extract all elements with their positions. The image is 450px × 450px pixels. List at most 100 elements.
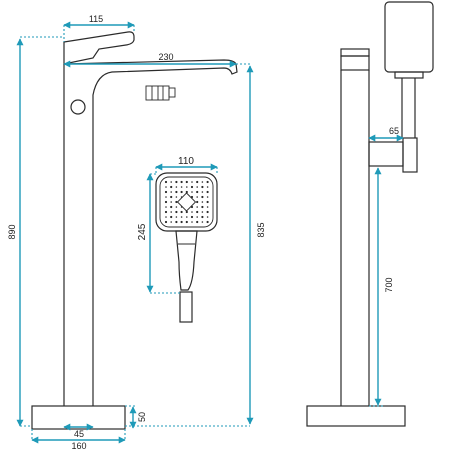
- dim-label-handshower-length: 245: [137, 223, 148, 240]
- spray-nozzle: [201, 185, 204, 189]
- spray-nozzle: [170, 201, 172, 203]
- spray-nozzle: [180, 216, 183, 218]
- dim-label-holder-height: 700: [384, 277, 394, 292]
- spray-nozzle: [170, 215, 173, 219]
- spray-nozzle: [186, 186, 188, 188]
- spray-nozzle: [180, 186, 183, 188]
- spray-nozzle: [164, 220, 168, 224]
- spray-nozzle: [165, 186, 167, 188]
- dim-label-spout-reach: 230: [158, 52, 173, 62]
- dim-label-holder-offset: 65: [389, 126, 399, 136]
- spray-nozzle: [170, 221, 172, 223]
- spray-nozzle: [191, 211, 193, 213]
- side-column-cap: [340, 48, 370, 57]
- spray-pattern-icon: [164, 180, 209, 224]
- holder-clip: [402, 137, 418, 173]
- spray-nozzle: [191, 191, 193, 193]
- spray-nozzle: [175, 200, 178, 204]
- lever-handle: [63, 31, 135, 65]
- spray-nozzle: [201, 215, 204, 219]
- spray-nozzle: [206, 200, 209, 204]
- dim-label-base-width: 160: [71, 441, 86, 450]
- spray-nozzle: [196, 200, 199, 204]
- spray-nozzle: [206, 186, 209, 188]
- spray-nozzle: [170, 211, 172, 213]
- spray-nozzle: [175, 206, 178, 208]
- spray-nozzle: [170, 181, 172, 183]
- spray-nozzle: [201, 191, 204, 193]
- spray-nozzle: [175, 220, 178, 224]
- side-lever-block: [384, 1, 434, 73]
- spray-nozzle: [201, 211, 204, 213]
- spray-nozzle: [164, 190, 168, 194]
- side-column-head: [340, 55, 370, 71]
- spray-nozzle: [186, 216, 188, 218]
- spout-arm: [63, 59, 238, 100]
- spray-nozzle: [206, 220, 209, 224]
- spray-nozzle: [206, 190, 209, 194]
- dim-label-handshower-width: 110: [178, 156, 194, 167]
- spray-nozzle: [185, 180, 188, 184]
- spray-nozzle: [206, 180, 209, 184]
- spray-nozzle: [175, 180, 178, 184]
- spray-nozzle: [175, 190, 178, 194]
- spray-nozzle: [164, 200, 168, 204]
- spray-nozzle: [196, 210, 199, 214]
- spray-nozzle: [201, 201, 204, 203]
- base-plate: [31, 405, 126, 430]
- spray-nozzle: [201, 205, 204, 209]
- dim-label-base-height: 50: [137, 412, 147, 422]
- spray-nozzle: [180, 220, 183, 224]
- aerator: [145, 85, 176, 101]
- spray-nozzle: [175, 186, 178, 188]
- spray-nozzle: [196, 196, 198, 198]
- spray-nozzle: [185, 220, 188, 224]
- spray-nozzle: [206, 206, 209, 208]
- spray-nozzle: [180, 190, 183, 194]
- hose-connector: [179, 291, 193, 323]
- hand-shower: [155, 172, 218, 323]
- spray-nozzle: [196, 206, 198, 208]
- spray-nozzle: [196, 220, 199, 224]
- spray-nozzle: [175, 196, 178, 198]
- spray-nozzle: [201, 195, 204, 199]
- cartridge-cap: [70, 99, 86, 115]
- spray-nozzle: [206, 216, 209, 218]
- spray-nozzle: [190, 185, 194, 189]
- spray-nozzle: [165, 196, 167, 198]
- side-lever-base: [394, 71, 424, 79]
- faucet-side-view: [306, 1, 434, 427]
- spray-nozzle: [196, 180, 199, 184]
- dim-label-base-inner-width: 45: [74, 429, 84, 439]
- spray-nozzle: [164, 210, 168, 214]
- spray-nozzle: [175, 210, 178, 214]
- spray-nozzle: [180, 180, 183, 184]
- spray-nozzle: [180, 210, 183, 214]
- spray-nozzle: [165, 206, 167, 208]
- spray-center-diamond: [176, 192, 197, 212]
- spray-nozzle: [170, 185, 173, 189]
- spray-nozzle: [175, 216, 178, 218]
- spray-nozzle: [201, 181, 204, 183]
- spray-nozzle: [170, 191, 172, 193]
- spray-nozzle: [165, 216, 167, 218]
- spray-nozzle: [191, 221, 193, 223]
- spray-nozzle: [170, 205, 173, 209]
- spray-nozzle: [206, 210, 209, 214]
- spray-nozzle: [170, 195, 173, 199]
- spray-nozzle: [190, 215, 194, 219]
- spray-nozzle: [196, 216, 198, 218]
- spray-nozzle: [191, 181, 193, 183]
- dim-label-total-height: 890: [7, 224, 17, 239]
- spray-nozzle: [196, 190, 199, 194]
- spray-nozzle: [196, 186, 198, 188]
- spray-nozzle: [206, 196, 209, 198]
- spray-nozzle: [201, 221, 204, 223]
- dimension-lines: [16, 21, 404, 444]
- shower-handle: [175, 230, 198, 291]
- dim-label-spout-height: 835: [256, 222, 266, 237]
- holder-bracket: [368, 141, 404, 167]
- spray-nozzle: [164, 180, 168, 184]
- spray-nozzle: [185, 190, 188, 194]
